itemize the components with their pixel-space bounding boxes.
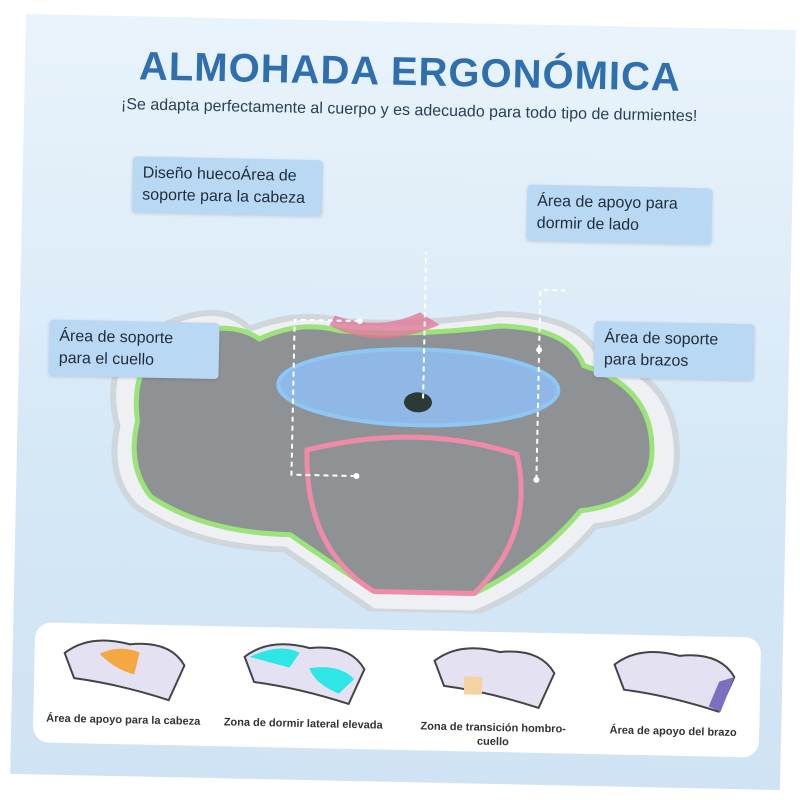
- pillow-thumbnail: [433, 647, 556, 710]
- product-card: ALMOHADA ERGONÓMICA ¡Se adapta perfectam…: [10, 14, 796, 790]
- zone-item: Zona de dormir lateral elevada: [218, 626, 390, 733]
- zone-label: Zona de dormir lateral elevada: [223, 716, 383, 732]
- zone-item: Área de apoyo para la cabeza: [38, 622, 210, 729]
- callout-head-support: Diseño huecoÁrea de soporte para la cabe…: [131, 156, 324, 217]
- pillow-thumbnail: [243, 643, 366, 706]
- zone-label: Área de apoyo del brazo: [609, 724, 737, 740]
- page-title: ALMOHADA ERGONÓMICA: [138, 44, 682, 100]
- callout-arm-support: Área de soporte para brazos: [593, 320, 755, 381]
- zones-panel: Área de apoyo para la cabeza Zona de dor…: [32, 622, 762, 758]
- zone-item: Área de apoyo del brazo: [588, 634, 760, 741]
- zone-label: Zona de transición hombro-cuello: [420, 720, 567, 749]
- zone-label: Área de apoyo para la cabeza: [46, 712, 201, 728]
- head-zone: [329, 312, 440, 339]
- neck-zone: [276, 347, 561, 428]
- zone-item: Zona de transición hombro-cuello: [408, 630, 580, 751]
- pillow-thumbnail: [63, 639, 186, 702]
- callout-side-sleep: Área de apoyo para dormir de lado: [526, 184, 713, 245]
- hollow-center: [403, 392, 432, 413]
- center-zone: [304, 434, 524, 597]
- callout-neck-support: Área de soporte para el cuello: [48, 319, 220, 380]
- pillow-illustration: [110, 245, 680, 617]
- pillow-thumbnail: [613, 650, 736, 713]
